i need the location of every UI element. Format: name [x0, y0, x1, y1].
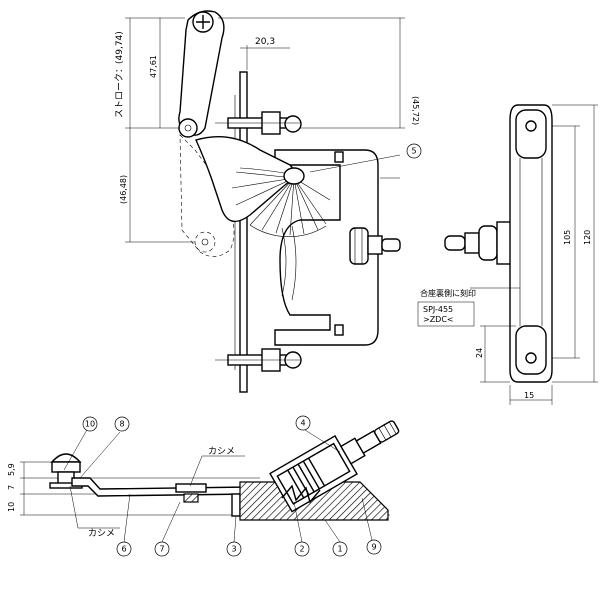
dim-stroke: ストローク：(49,74) [114, 31, 125, 118]
note-line-1: SPJ-455 [423, 305, 453, 314]
svg-text:5: 5 [411, 147, 416, 156]
svg-text:1: 1 [337, 545, 342, 554]
dim-side-small: 5,9 [7, 463, 16, 476]
callout-2: 2 [294, 541, 310, 557]
callout-8: 8 [114, 416, 130, 432]
svg-text:7: 7 [159, 545, 164, 554]
section-view [20, 420, 400, 543]
dim-height-outer: 120 [583, 230, 592, 245]
front-view [125, 10, 405, 393]
top-bracket [215, 111, 302, 135]
callout-4: 4 [295, 415, 311, 431]
callout-7: 7 [154, 541, 170, 557]
marking-note-box [417, 301, 475, 327]
callout-3: 3 [226, 541, 242, 557]
mounting-plate [239, 71, 248, 393]
label-kashime-bottom: カシメ [88, 528, 115, 539]
bottom-bracket [215, 348, 302, 372]
side-view [417, 104, 598, 405]
label-kashime-top: カシメ [208, 446, 235, 457]
svg-text:2: 2 [299, 545, 304, 554]
svg-text:3: 3 [231, 545, 236, 554]
dim-height-inner: 105 [563, 230, 572, 245]
dim-lower-left: (46,48) [119, 175, 128, 204]
cam [195, 135, 331, 238]
dim-side-low: 10 [7, 502, 16, 512]
callout-6: 6 [116, 541, 132, 557]
dim-right-upper: (45,72) [411, 96, 420, 125]
callout-1: 1 [332, 541, 348, 557]
callout-5: 5 [406, 143, 422, 159]
dim-stroke-upper: 47,61 [149, 55, 158, 78]
dim-width-bottom: 15 [524, 391, 534, 400]
svg-text:4: 4 [300, 419, 305, 428]
callout-10: 10 [82, 416, 98, 432]
lock-housing [274, 149, 379, 346]
svg-text:8: 8 [119, 420, 124, 429]
latch-pin [349, 227, 401, 265]
dim-side-mid: 7 [7, 485, 16, 490]
callout-9: 9 [366, 539, 382, 555]
note-header: 合座裏側に刻印 [420, 288, 476, 298]
note-line-2: >ZDC< [423, 315, 454, 324]
dim-height-bottom: 24 [475, 348, 484, 358]
handle-lever [178, 10, 225, 138]
svg-text:9: 9 [371, 543, 376, 552]
svg-text:10: 10 [85, 420, 95, 429]
svg-text:6: 6 [121, 545, 126, 554]
dim-top-width: 20,3 [255, 37, 275, 47]
front-view-dimensions [125, 17, 405, 243]
